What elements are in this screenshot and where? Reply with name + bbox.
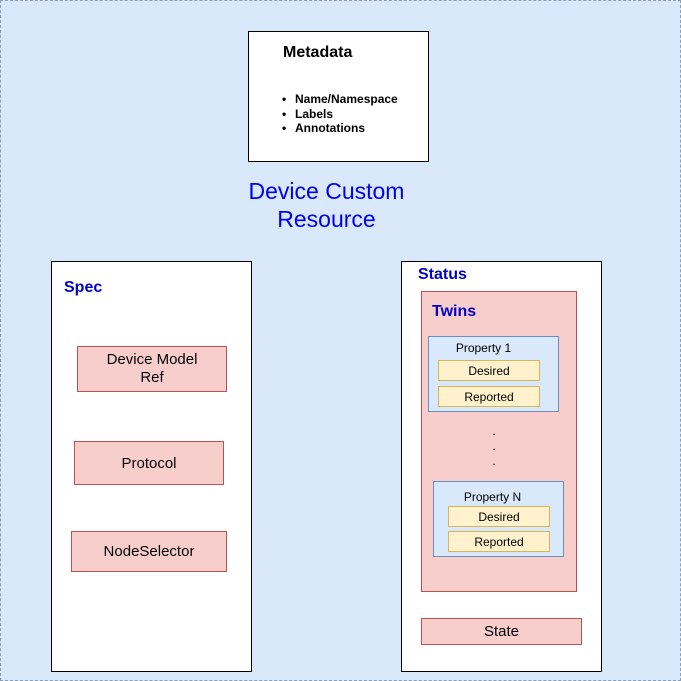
metadata-list: Name/Namespace Labels Annotations: [275, 92, 398, 136]
status-label: Status: [418, 266, 467, 283]
diagram-title-line2: Resource: [277, 206, 376, 232]
property-1-desired-box: Desired: [438, 360, 540, 381]
ellipsis-dot-1: .: [492, 424, 496, 438]
property-n-desired-box: Desired: [448, 506, 550, 527]
property-1-label: Property 1: [455, 341, 512, 355]
state-label: State: [483, 623, 520, 640]
property-1-desired-label: Desired: [468, 363, 510, 378]
state-box: State: [421, 618, 582, 645]
node-selector-label: NodeSelector: [103, 543, 195, 560]
diagram-title: Device Custom Resource: [171, 177, 482, 233]
protocol-box: Protocol: [74, 441, 224, 485]
metadata-title: Metadata: [283, 44, 353, 61]
metadata-item-annotations: Annotations: [275, 121, 398, 136]
property-n-label: Property N: [463, 490, 522, 504]
property-n-reported-box: Reported: [448, 531, 550, 552]
property-n-desired-label: Desired: [478, 509, 520, 524]
diagram-title-line1: Device Custom: [248, 178, 405, 204]
device-model-ref-line2: Ref: [140, 369, 164, 386]
property-n-reported-label: Reported: [474, 534, 524, 549]
device-model-ref-line1: Device Model: [106, 351, 198, 368]
device-model-ref-box: Device Model Ref: [77, 346, 227, 392]
metadata-box: Metadata Name/Namespace Labels Annotatio…: [248, 31, 429, 162]
twins-label: Twins: [432, 303, 477, 320]
spec-label: Spec: [64, 279, 103, 296]
metadata-item-name-namespace: Name/Namespace: [275, 92, 398, 107]
property-1-reported-label: Reported: [464, 389, 514, 404]
ellipsis-dot-3: .: [492, 454, 496, 468]
protocol-label: Protocol: [121, 454, 177, 472]
metadata-item-labels: Labels: [275, 107, 398, 122]
property-1-reported-box: Reported: [438, 386, 540, 407]
ellipsis-dot-2: .: [492, 439, 496, 453]
node-selector-box: NodeSelector: [71, 531, 227, 572]
